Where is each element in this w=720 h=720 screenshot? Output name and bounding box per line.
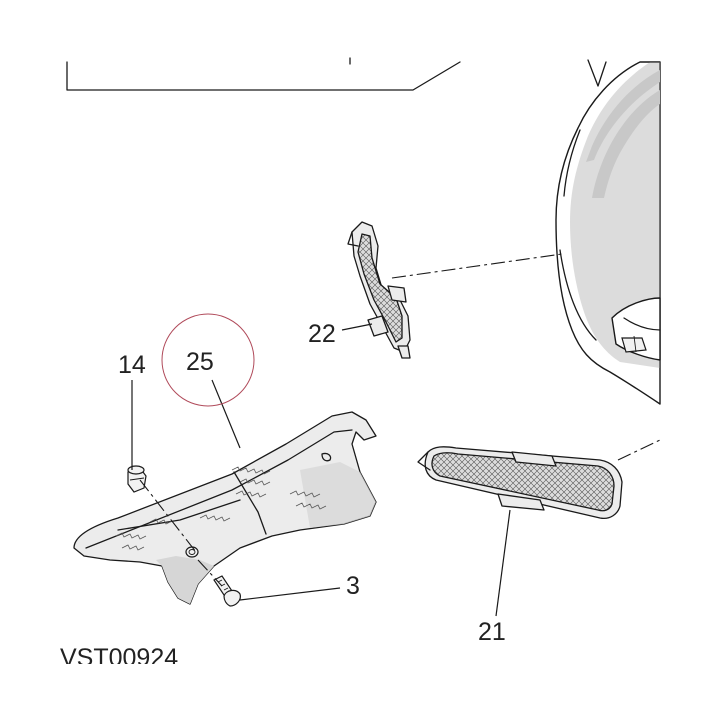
figure-code-crop xyxy=(40,664,260,720)
callout-25-highlight-ring xyxy=(161,313,255,407)
part-22-upper-mesh-vent xyxy=(347,221,411,359)
callout-3: 3 xyxy=(346,572,360,600)
leader-lines xyxy=(131,323,511,617)
part-25-lower-panel xyxy=(73,411,377,605)
part-14-grommet xyxy=(127,465,147,493)
callout-21: 21 xyxy=(478,618,506,646)
upper-frame-outline xyxy=(66,57,461,91)
callout-25: 25 xyxy=(186,348,214,376)
callout-14: 14 xyxy=(118,351,146,379)
fairing-body xyxy=(555,59,661,405)
part-3-screw xyxy=(213,575,241,607)
callout-22: 22 xyxy=(308,320,336,348)
part-21-lower-mesh-vent xyxy=(417,446,623,520)
panel-hatch-marks xyxy=(115,466,327,551)
assembly-axis-lines xyxy=(139,253,661,587)
